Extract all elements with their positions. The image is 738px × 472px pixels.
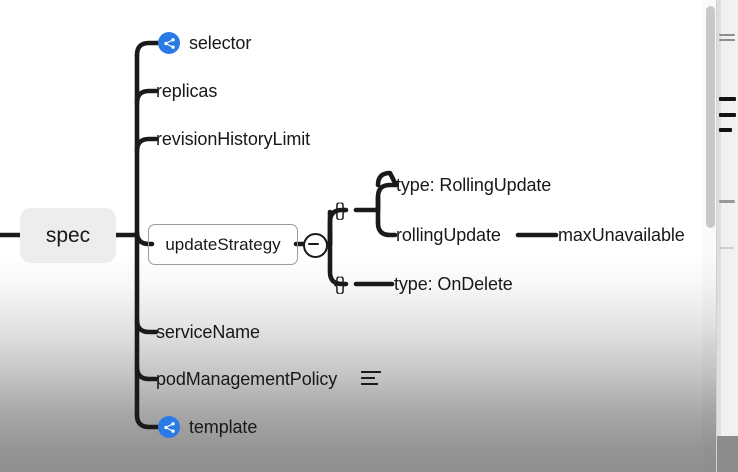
node-label-type-on-delete[interactable]: type: OnDelete <box>394 274 513 294</box>
node-spec[interactable]: spec <box>20 208 116 263</box>
adjacent-panel-peek[interactable] <box>716 0 738 472</box>
panel-line <box>719 39 735 41</box>
collapse-minus-icon[interactable] <box>303 233 328 258</box>
node-spec-label: spec <box>45 223 91 247</box>
panel-line <box>719 113 736 117</box>
panel-line <box>719 128 732 132</box>
panel-footer <box>717 436 738 472</box>
node-label-pod-management-policy[interactable]: podManagementPolicy <box>156 369 338 389</box>
node-label-selector[interactable]: selector <box>189 33 252 53</box>
array-marker-top: {} <box>334 200 347 220</box>
array-marker-bottom: {} <box>334 274 347 294</box>
share-icon[interactable] <box>158 32 180 54</box>
node-label-revision-history-limit[interactable]: revisionHistoryLimit <box>156 129 311 149</box>
node-update-strategy-label: updateStrategy <box>165 234 281 254</box>
node-label-type-rolling-update[interactable]: type: RollingUpdate <box>396 175 552 195</box>
node-label-max-unavailable[interactable]: maxUnavailable <box>558 225 685 245</box>
panel-line <box>719 97 736 101</box>
node-label-replicas[interactable]: replicas <box>156 81 218 101</box>
node-label-service-name[interactable]: serviceName <box>156 322 260 342</box>
node-update-strategy[interactable]: updateStrategy <box>148 224 298 265</box>
panel-edge-strip <box>717 0 721 472</box>
node-label-template[interactable]: template <box>189 417 258 437</box>
share-icon[interactable] <box>158 416 180 438</box>
list-icon[interactable] <box>361 371 381 387</box>
panel-line <box>719 34 735 36</box>
panel-line <box>719 200 735 203</box>
panel-line <box>719 247 734 249</box>
node-label-rolling-update[interactable]: rollingUpdate <box>396 225 501 245</box>
vertical-scrollbar-thumb[interactable] <box>706 6 715 228</box>
